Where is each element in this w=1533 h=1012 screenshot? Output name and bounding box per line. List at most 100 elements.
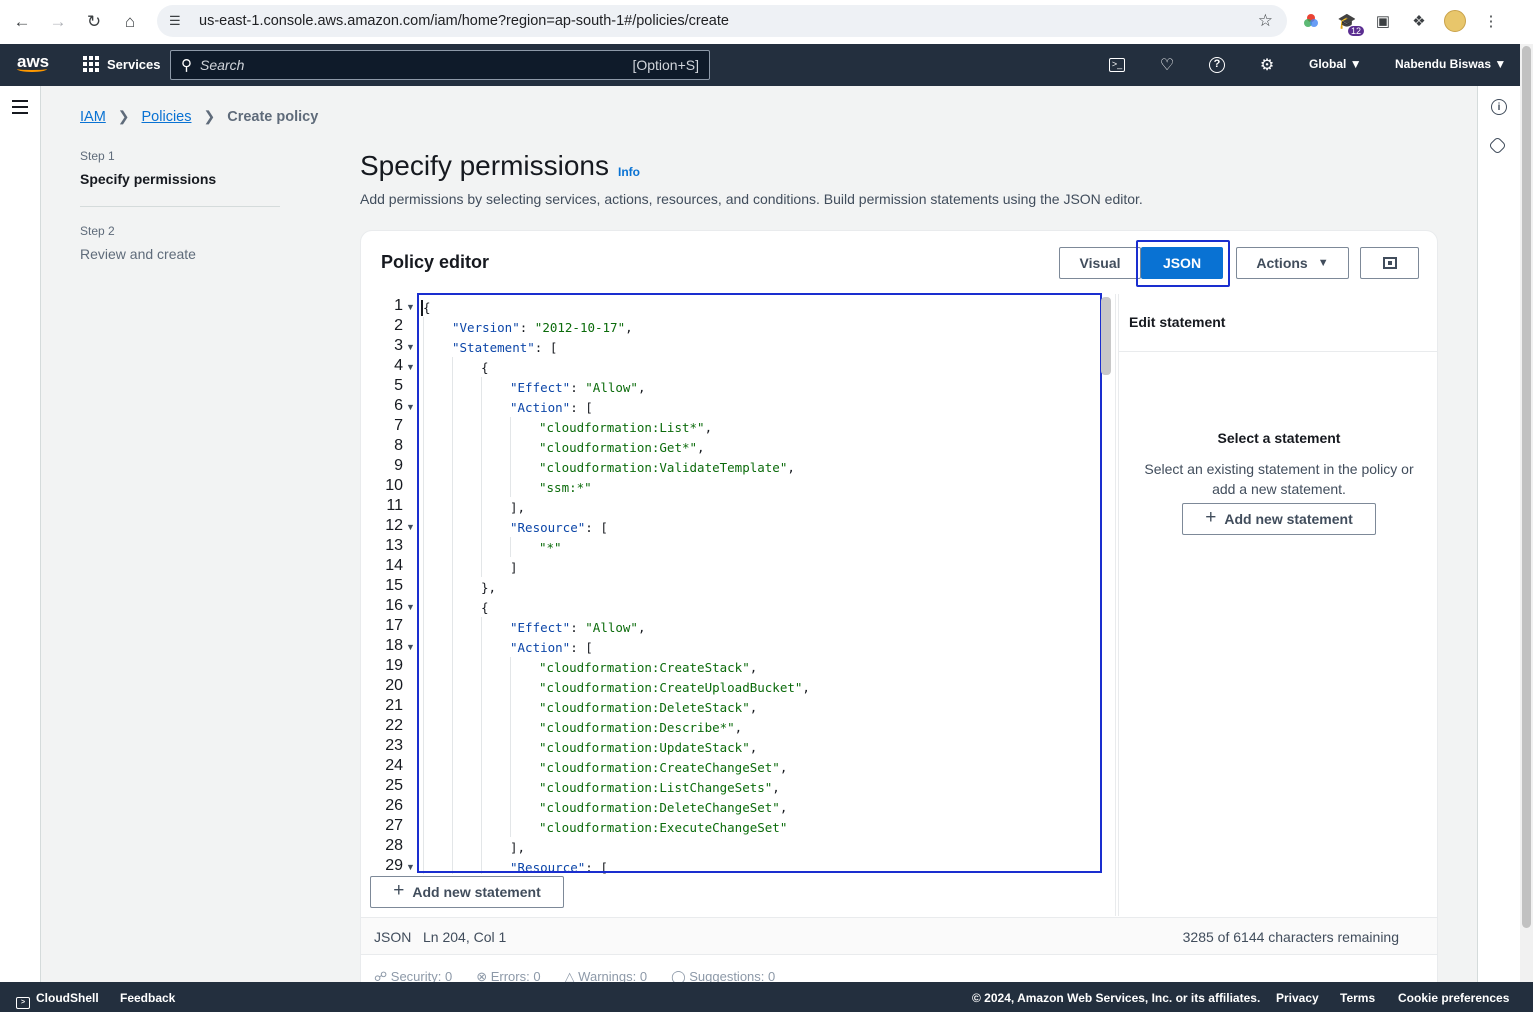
step-2-title[interactable]: Review and create (80, 246, 196, 262)
panel-divider[interactable] (1118, 294, 1119, 916)
aws-logo-text: aws (17, 52, 50, 71)
line-number: 11 (386, 497, 403, 514)
code-line: "cloudformation:CreateChangeSet", (539, 760, 788, 775)
cookie-preferences-link[interactable]: Cookie preferences (1398, 991, 1510, 1005)
indent-guide (452, 357, 453, 377)
more-menu-icon[interactable]: ⋮ (1483, 13, 1499, 30)
fold-toggle-icon[interactable]: ▼ (406, 362, 415, 372)
errors-count[interactable]: ⊗ Errors: 0 (476, 969, 541, 984)
json-mode-button[interactable]: JSON (1141, 247, 1223, 279)
fold-toggle-icon[interactable]: ▼ (406, 642, 415, 652)
suggestions-count-label: Suggestions: 0 (689, 969, 776, 984)
fold-toggle-icon[interactable]: ▼ (406, 402, 415, 412)
terms-link[interactable]: Terms (1340, 991, 1376, 1005)
caret-down-icon: ▼ (1494, 57, 1507, 71)
cloudshell-link[interactable]: > CloudShell (16, 991, 99, 1009)
puzzle-extensions-icon[interactable]: ❖ (1412, 13, 1426, 30)
search-input[interactable] (200, 57, 633, 73)
line-number: 21 (385, 697, 403, 714)
indent-guide (510, 797, 511, 817)
notifications-bell-icon[interactable]: ♡ (1159, 57, 1175, 74)
profile-avatar[interactable] (1442, 8, 1468, 34)
forward-icon[interactable]: → (49, 12, 67, 31)
security-count[interactable]: ☍ Security: 0 (374, 969, 453, 984)
validation-counts: ☍ Security: 0 ⊗ Errors: 0 △ Warnings: 0 … (374, 969, 775, 985)
indent-guide (481, 537, 482, 557)
account-menu[interactable]: Nabendu Biswas ▼ (1395, 57, 1506, 71)
fold-toggle-icon[interactable]: ▼ (406, 342, 415, 352)
indent-guide (423, 617, 424, 637)
privacy-link[interactable]: Privacy (1276, 991, 1319, 1005)
fold-toggle-icon[interactable]: ▼ (406, 302, 415, 312)
home-icon[interactable]: ⌂ (124, 12, 136, 31)
code-line: "Resource": [ (510, 860, 608, 874)
region-selector[interactable]: Global ▼ (1309, 57, 1362, 71)
add-new-statement-button[interactable]: + Add new statement (370, 876, 564, 908)
page-scrollbar[interactable] (1520, 44, 1533, 982)
aws-logo[interactable]: aws (17, 52, 49, 72)
line-number: 4 (394, 357, 403, 374)
indent-guide (423, 417, 424, 437)
fold-toggle-icon[interactable]: ▼ (406, 602, 415, 612)
code-line: "ssm:*" (539, 480, 592, 495)
cloudshell-icon: > (16, 997, 30, 1009)
indent-guide (510, 737, 511, 757)
code-line: "cloudformation:ListChangeSets", (539, 780, 780, 795)
split-view-toggle-button[interactable] (1360, 247, 1419, 279)
add-new-statement-panel-button[interactable]: + Add new statement (1182, 503, 1376, 535)
policy-helper-icon[interactable] (1488, 136, 1507, 155)
graduation-extension-icon[interactable]: 🎓12 (1334, 8, 1364, 36)
fold-toggle-icon[interactable]: ▼ (406, 862, 415, 872)
indent-guide (481, 777, 482, 797)
cloudshell-icon[interactable]: >_ (1106, 54, 1128, 76)
bookmark-star-icon[interactable]: ☆ (1257, 11, 1273, 30)
scrollbar-thumb[interactable] (1522, 46, 1531, 928)
reload-icon[interactable]: ↻ (86, 12, 102, 31)
actions-dropdown-button[interactable]: Actions ▼ (1236, 247, 1349, 279)
code-line: "*" (539, 540, 562, 555)
global-search[interactable]: ⚲ [Option+S] (170, 50, 710, 80)
browser-toolbar: ← → ↻ ⌂ ☰ us-east-1.console.aws.amazon.c… (0, 0, 1533, 44)
screen-extension-icon[interactable]: ▣ (1375, 13, 1391, 30)
address-bar[interactable]: ☰ us-east-1.console.aws.amazon.com/iam/h… (157, 5, 1287, 37)
cloudshell-label: CloudShell (36, 991, 99, 1005)
hamburger-menu-icon[interactable] (12, 100, 28, 118)
services-menu[interactable]: Services (83, 56, 161, 72)
code-scrollbar-thumb[interactable] (1101, 297, 1111, 375)
visual-mode-button[interactable]: Visual (1059, 247, 1141, 279)
warnings-count[interactable]: △ Warnings: 0 (564, 969, 648, 984)
help-icon[interactable]: ? (1206, 54, 1228, 76)
indent-guide (452, 437, 453, 457)
code-line: ] (510, 560, 518, 575)
plus-icon: + (1205, 507, 1217, 528)
breadcrumb: IAM ❯ Policies ❯ Create policy (80, 108, 318, 125)
info-panel-icon[interactable]: i (1491, 99, 1507, 115)
suggestions-count[interactable]: ◯ Suggestions: 0 (671, 969, 776, 984)
line-number: 22 (385, 717, 403, 734)
line-number: 10 (385, 477, 403, 494)
indent-guide (452, 757, 453, 777)
indent-guide (510, 657, 511, 677)
indent-guide (481, 757, 482, 777)
back-icon[interactable]: ← (13, 12, 31, 31)
feedback-link[interactable]: Feedback (120, 991, 176, 1005)
code-line: ], (510, 840, 526, 855)
line-number: 25 (385, 777, 403, 794)
grid-icon (83, 56, 99, 72)
indent-guide (423, 557, 424, 577)
indent-guide (423, 777, 424, 797)
line-number: 15 (385, 577, 403, 594)
fold-toggle-icon[interactable]: ▼ (406, 522, 415, 532)
color-extension-icon[interactable] (1298, 8, 1324, 34)
info-link[interactable]: Info (618, 165, 640, 179)
line-number: 14 (385, 557, 403, 574)
indent-guide (452, 677, 453, 697)
indent-guide (452, 537, 453, 557)
settings-gear-icon[interactable]: ⚙ (1259, 57, 1275, 74)
site-settings-icon[interactable]: ☰ (169, 13, 181, 28)
json-code-editor[interactable]: 1▼{2"Version": "2012-10-17",3▼"Statement… (361, 294, 1116, 874)
breadcrumb-iam[interactable]: IAM (80, 108, 106, 125)
indent-guide (423, 637, 424, 657)
breadcrumb-policies[interactable]: Policies (141, 108, 192, 125)
url-text: us-east-1.console.aws.amazon.com/iam/hom… (199, 13, 729, 29)
